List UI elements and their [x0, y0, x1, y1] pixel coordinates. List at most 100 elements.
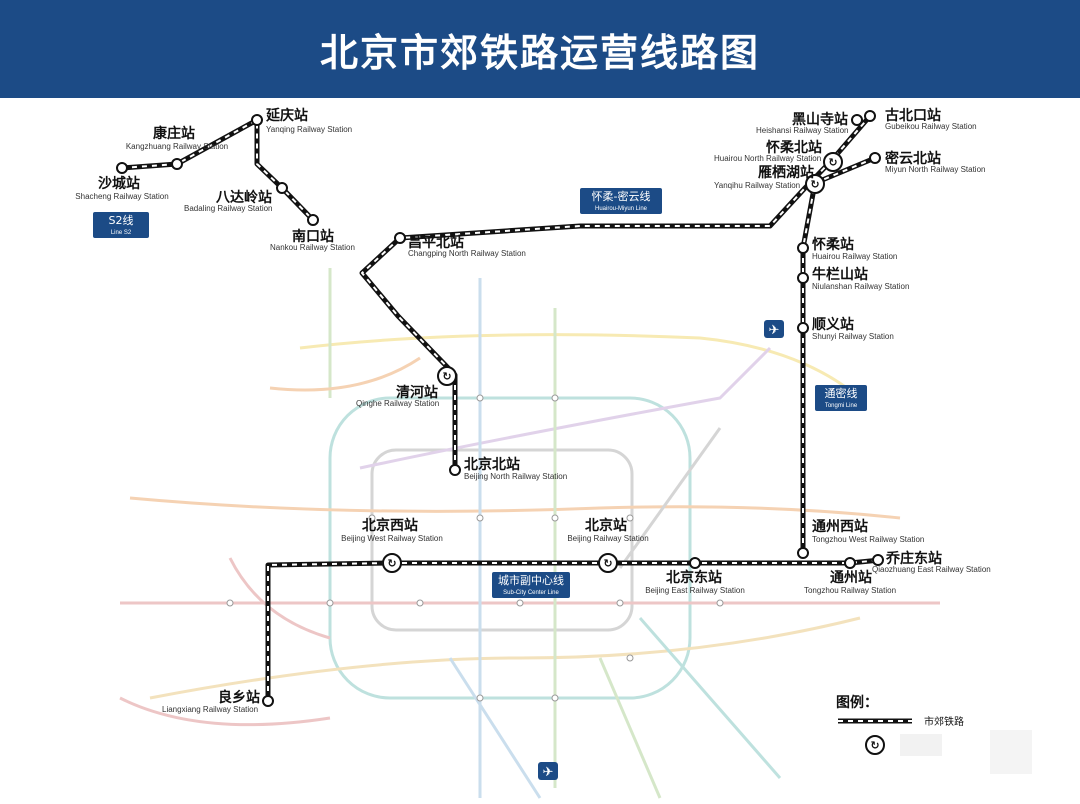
- svg-text:Yanqihu Railway Station: Yanqihu Railway Station: [714, 181, 800, 190]
- svg-text:昌平北站: 昌平北站: [408, 234, 464, 251]
- station-marker-miyunbei: [869, 152, 881, 164]
- station-marker-qiaozhuangdong: [872, 554, 884, 566]
- station-label-badaling: 八达岭站 Badaling Railway Station: [184, 189, 273, 213]
- station-label-kangzhuang: 康庄站 Kangzhuang Railway Station: [126, 125, 228, 151]
- airport-icon: ✈: [538, 762, 558, 780]
- interchange-icon: ↻: [598, 553, 618, 573]
- station-label-beijingdong: 北京东站 Beijing East Railway Station: [645, 569, 745, 595]
- metro-line-yizhuang: [598, 657, 662, 799]
- station-marker-shunyi: [797, 322, 809, 334]
- svg-text:古北口站: 古北口站: [885, 107, 941, 124]
- station-markers: [116, 110, 884, 707]
- line-tag-huairou-miyun: 怀柔-密云线 Huairou-Miyun Line: [580, 188, 662, 214]
- svg-text:北京北站: 北京北站: [464, 456, 520, 473]
- svg-text:良乡站: 良乡站: [218, 689, 260, 706]
- svg-text:北京东站: 北京东站: [666, 569, 722, 586]
- line-tag-label: 城市副中心线: [498, 573, 564, 587]
- svg-text:牛栏山站: 牛栏山站: [812, 266, 868, 283]
- legend-blur-patch: [990, 730, 1032, 774]
- interchange-icon: ↻: [437, 366, 457, 386]
- station-marker-kangzhuang: [171, 158, 183, 170]
- station-label-gubeikou: 古北口站 Gubeikou Railway Station: [885, 107, 977, 131]
- station-label-niulanshan: 牛栏山站 Niulanshan Railway Station: [812, 266, 909, 291]
- station-marker-heishansi: [851, 114, 863, 126]
- svg-text:南口站: 南口站: [292, 228, 334, 245]
- svg-text:↻: ↻: [828, 156, 837, 169]
- svg-text:怀柔站: 怀柔站: [812, 236, 854, 253]
- station-label-yanqing: 延庆站 Yanqing Railway Station: [265, 107, 352, 134]
- station-marker-huairou: [797, 242, 809, 254]
- station-label-huairoubei: 怀柔北站 Huairou North Railway Station: [714, 139, 822, 163]
- interchange-icon: ↻: [823, 152, 843, 172]
- page-title: 北京市郊铁路运营线路图: [319, 30, 760, 75]
- interchange-icon: ↻: [805, 174, 825, 194]
- line-tag-sublabel: Line S2: [111, 230, 132, 236]
- line-huairou-miyun-track: [359, 114, 876, 470]
- metro-ring-line-10: [328, 396, 692, 700]
- interchange-icon: ↻: [865, 735, 885, 755]
- station-marker-liangxiang: [262, 695, 274, 707]
- metro-line-13: [299, 333, 861, 400]
- station-marker-nankou: [307, 214, 319, 226]
- station-label-yanqihu: 雁栖湖站 Yanqihu Railway Station: [714, 164, 814, 190]
- svg-text:Kangzhuang Railway Station: Kangzhuang Railway Station: [126, 142, 228, 151]
- svg-text:↻: ↻: [603, 557, 612, 570]
- svg-text:通州西站: 通州西站: [812, 518, 868, 535]
- svg-text:↻: ↻: [810, 178, 819, 191]
- line-tag-s2: S2线 Line S2: [93, 212, 149, 238]
- station-label-huairou: 怀柔站 Huairou Railway Station: [812, 236, 897, 261]
- station-label-changpingbei: 昌平北站 Changping North Railway Station: [408, 234, 526, 258]
- station-marker-yanqing: [251, 114, 263, 126]
- svg-text:康庄站: 康庄站: [153, 125, 195, 142]
- airport-icon: ✈: [764, 320, 784, 338]
- interchange-markers: ↻ ↻ ↻ ↻ ↻: [382, 152, 843, 573]
- station-marker-badaling: [276, 182, 288, 194]
- station-label-heishansi: 黑山寺站 Heishansi Railway Station: [756, 111, 849, 135]
- svg-text:Liangxiang Railway Station: Liangxiang Railway Station: [162, 705, 258, 714]
- svg-text:黑山寺站: 黑山寺站: [792, 111, 848, 128]
- svg-text:Badaling Railway Station: Badaling Railway Station: [184, 204, 273, 213]
- svg-text:Tongzhou West Railway Station: Tongzhou West Railway Station: [812, 535, 924, 544]
- line-tag-sublabel: Sub-City Center Line: [503, 590, 559, 596]
- line-tag-label: S2线: [109, 213, 134, 227]
- metro-ring-line-2: [370, 448, 634, 632]
- station-label-nankou: 南口站 Nankou Railway Station: [270, 228, 355, 252]
- svg-text:密云北站: 密云北站: [884, 150, 941, 167]
- svg-text:乔庄东站: 乔庄东站: [885, 550, 942, 567]
- svg-text:Beijing East Railway Station: Beijing East Railway Station: [645, 586, 745, 595]
- station-label-beijing: 北京站 Beijing Railway Station: [567, 517, 648, 543]
- svg-text:Beijing West Railway Station: Beijing West Railway Station: [341, 534, 443, 543]
- legend-title: 图例：: [836, 694, 878, 711]
- line-tag-tongmi: 通密线 Tongmi Line: [815, 385, 867, 411]
- svg-text:↻: ↻: [442, 370, 451, 383]
- line-tag-sublabel: Tongmi Line: [825, 403, 858, 409]
- svg-text:北京站: 北京站: [585, 517, 627, 534]
- metro-line-15: [359, 346, 772, 470]
- station-label-qinghe: 清河站 Qinghe Railway Station: [356, 384, 439, 408]
- station-label-miyunbei: 密云北站 Miyun North Railway Station: [884, 150, 985, 174]
- line-tag-sublabel: Huairou-Miyun Line: [595, 206, 648, 212]
- station-label-beijingxi: 北京西站 Beijing West Railway Station: [341, 517, 443, 543]
- interchange-icon: ↻: [382, 553, 402, 573]
- station-label-shunyi: 顺义站 Shunyi Railway Station: [812, 316, 894, 341]
- metro-line-16: [269, 356, 421, 392]
- metro-network-background: [119, 268, 940, 799]
- svg-text:Changping North Railway Statio: Changping North Railway Station: [408, 249, 526, 258]
- station-marker-niulanshan: [797, 272, 809, 284]
- station-marker-beijingbei: [449, 464, 461, 476]
- metro-line-6: [129, 496, 901, 520]
- line-tag-sub-city-center: 城市副中心线 Sub-City Center Line: [492, 572, 570, 598]
- header-banner: 北京市郊铁路运营线路图: [0, 0, 1080, 98]
- svg-text:Nankou Railway Station: Nankou Railway Station: [270, 243, 355, 252]
- station-marker-beijingdong: [689, 557, 701, 569]
- station-marker-shacheng: [116, 162, 128, 174]
- svg-text:✈: ✈: [543, 765, 554, 780]
- svg-text:怀柔北站: 怀柔北站: [766, 139, 822, 156]
- legend-blur-patch: [900, 734, 942, 756]
- svg-text:Yanqing Railway Station: Yanqing Railway Station: [266, 125, 352, 134]
- svg-text:Shunyi Railway Station: Shunyi Railway Station: [812, 332, 894, 341]
- svg-text:↻: ↻: [387, 557, 396, 570]
- station-labels: 沙城站 Shacheng Railway Station 康庄站 Kangzhu…: [75, 107, 990, 714]
- line-s2-track: [121, 117, 315, 222]
- station-label-qiaozhuangdong: 乔庄东站 Qiaozhuang East Railway Station: [872, 550, 991, 574]
